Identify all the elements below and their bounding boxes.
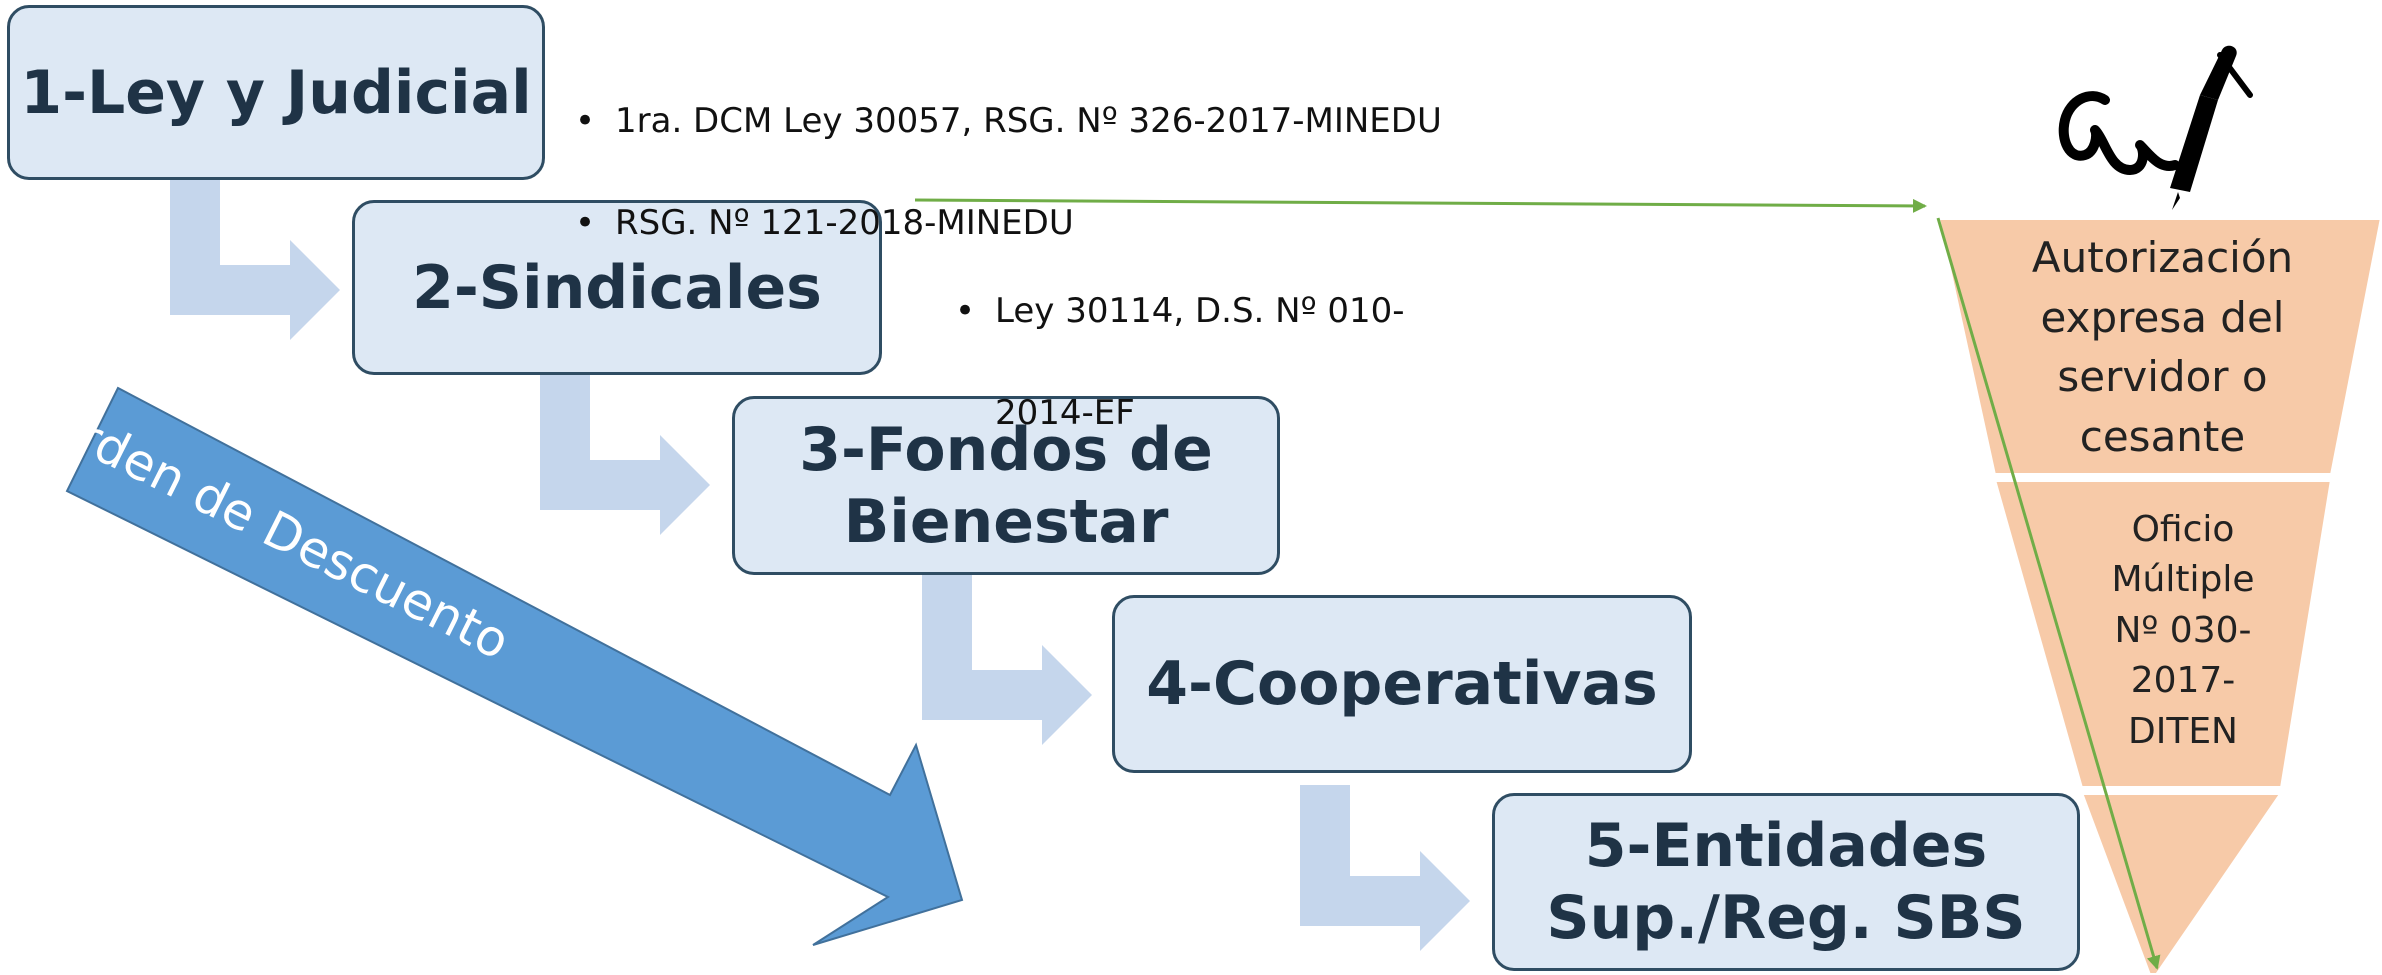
sindicales-notes: •Ley 30114, D.S. Nº 010- 2014-EF <box>955 235 1405 490</box>
connector-arrow-3-4 <box>922 575 1092 745</box>
step-3-fondos-bienestar: 3-Fondos de Bienestar <box>732 396 1280 575</box>
funnel-middle-segment <box>1991 478 2335 790</box>
step-2-label: 2-Sindicales <box>412 252 822 323</box>
step-5-label: 5-Entidades Sup./Reg. SBS <box>1546 811 2026 953</box>
step-4-label: 4-Cooperativas <box>1146 649 1658 719</box>
sindicales-note-1: •Ley 30114, D.S. Nº 010- <box>955 291 1405 331</box>
step-1-ley-judicial: 1-Ley y Judicial <box>7 5 545 180</box>
orden-descuento-arrow <box>65 386 964 946</box>
ley-note-1: •1ra. DCM Ley 30057, RSG. Nº 326-2017-MI… <box>575 101 1442 141</box>
ley-note-2: •RSG. Nº 121-2018-MINEDU <box>575 203 1074 243</box>
step-4-cooperativas: 4-Cooperativas <box>1112 595 1692 773</box>
funnel-bottom-segment <box>2078 791 2286 975</box>
pen-signature-icon <box>2058 45 2253 210</box>
connector-arrow-2-3 <box>540 375 710 535</box>
funnel-top-segment <box>1935 216 2382 477</box>
green-arrow-horizontal <box>914 198 1927 213</box>
step-5-entidades-sbs: 5-Entidades Sup./Reg. SBS <box>1492 793 2080 971</box>
funnel <box>1935 216 2382 975</box>
funnel-middle-text: Oficio Múltiple Nº 030- 2017- DITEN <box>2111 509 2255 752</box>
connector-arrow-4-5 <box>1300 785 1470 951</box>
step-1-label: 1-Ley y Judicial <box>20 57 532 128</box>
green-arrow-diagonal <box>1936 217 2161 970</box>
connector-arrow-1-2 <box>170 180 340 340</box>
step-3-label: 3-Fondos de Bienestar <box>799 414 1213 557</box>
funnel-top-text: Autorización expresa del servidor o cesa… <box>2031 233 2294 461</box>
orden-descuento-label: Orden de Descuento <box>32 389 518 671</box>
ley-notes: •1ra. DCM Ley 30057, RSG. Nº 326-2017-MI… <box>575 45 1442 300</box>
step-2-sindicales: 2-Sindicales <box>352 200 882 375</box>
sindicales-note-2: 2014-EF <box>995 393 1135 433</box>
